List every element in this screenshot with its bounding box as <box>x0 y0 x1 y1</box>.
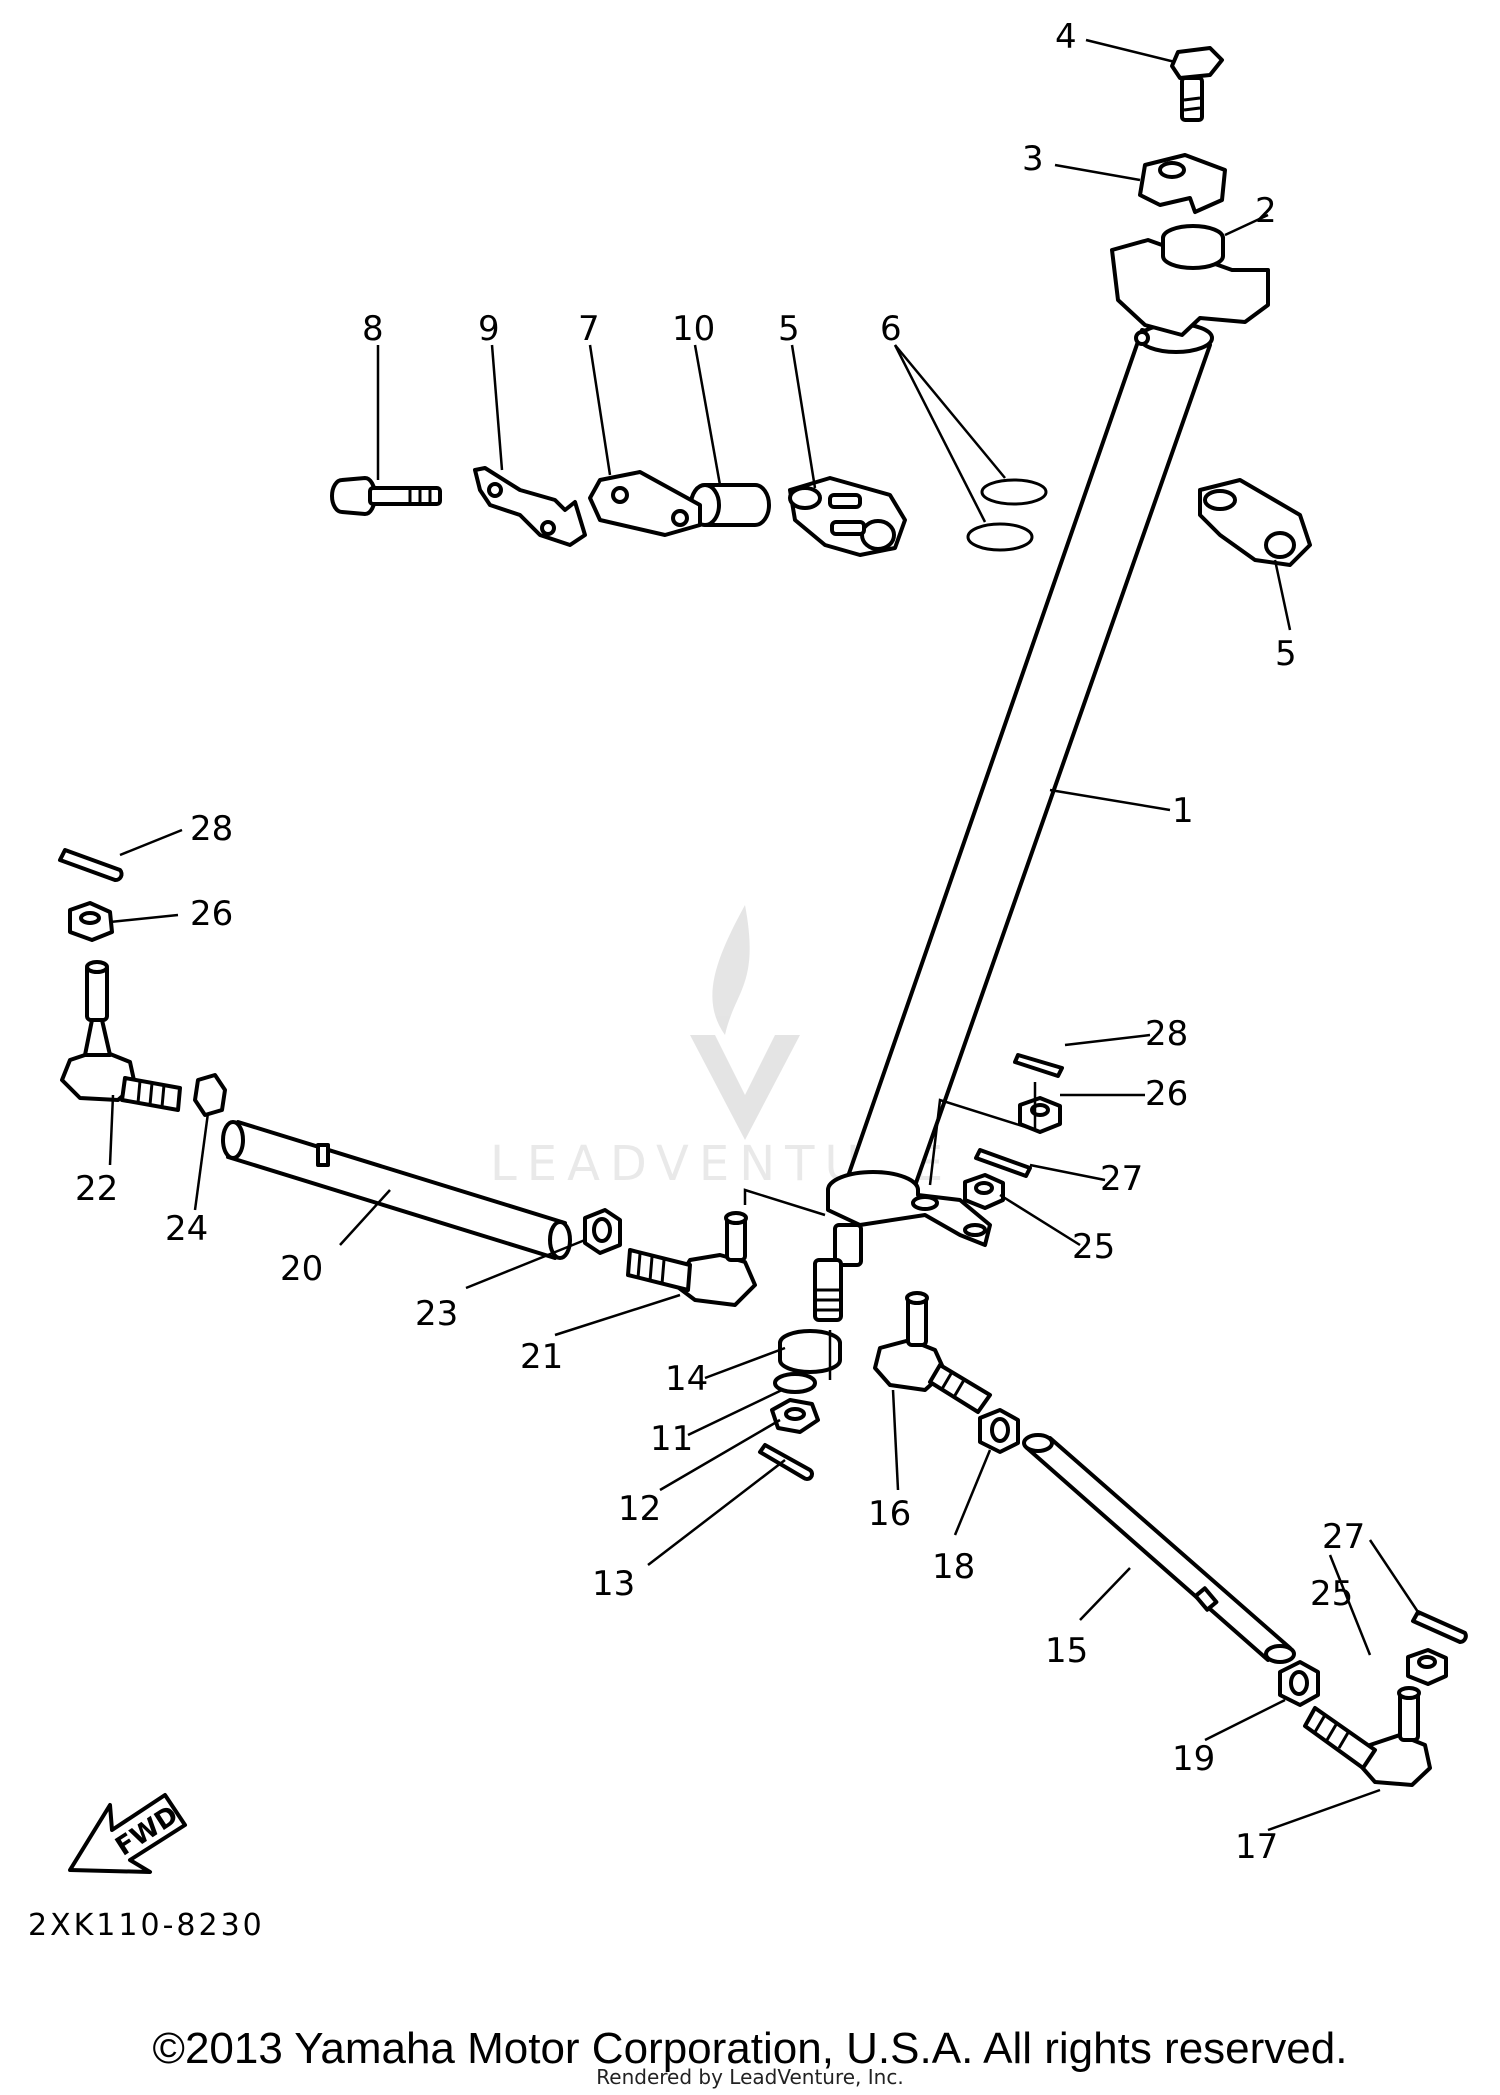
nut-24 <box>193 1073 227 1117</box>
rendered-by-credit: Rendered by LeadVenture, Inc. <box>596 2065 904 2089</box>
diagram-code: 2XK110-8230 <box>28 1908 265 1943</box>
clamp-upper <box>1138 153 1227 214</box>
tie-rod-end-21 <box>626 1211 757 1307</box>
callout-5-right: 5 <box>1275 634 1297 674</box>
fwd-arrow: FWD <box>68 1793 187 1874</box>
callout-17: 17 <box>1235 1827 1278 1867</box>
tie-rod-end-22 <box>60 960 182 1112</box>
circlip-pair <box>966 478 1048 552</box>
callout-26-right: 26 <box>1145 1074 1188 1114</box>
flange-bolt <box>1170 46 1224 122</box>
tie-rod-15 <box>1022 1433 1296 1664</box>
cotter-pin-27-mid <box>974 1148 1032 1178</box>
callout-9: 9 <box>478 309 500 349</box>
callout-12: 12 <box>618 1489 661 1529</box>
callout-21: 21 <box>520 1337 563 1377</box>
bracket <box>473 466 587 547</box>
nut-19 <box>1278 1660 1320 1707</box>
callout-2: 2 <box>1255 191 1277 231</box>
cotter-pin-27-right <box>1411 1610 1468 1644</box>
callout-1: 1 <box>1172 791 1194 831</box>
callout-23: 23 <box>415 1294 458 1334</box>
callout-13: 13 <box>592 1564 635 1604</box>
pitman-arm <box>813 1170 992 1322</box>
thick-washer <box>778 1329 842 1374</box>
leader-lines <box>108 38 1422 1832</box>
callout-22: 22 <box>75 1169 118 1209</box>
callout-10: 10 <box>672 309 715 349</box>
callout-4: 4 <box>1055 17 1077 57</box>
callout-27-right: 27 <box>1322 1517 1365 1557</box>
callout-3: 3 <box>1022 139 1044 179</box>
callout-27-mid: 27 <box>1100 1159 1143 1199</box>
tie-rod-20 <box>221 1120 572 1260</box>
callout-28-right: 28 <box>1145 1014 1188 1054</box>
cotter-pin-28-left <box>58 848 124 882</box>
callout-14: 14 <box>665 1359 708 1399</box>
cotter-pin-13 <box>758 1443 814 1481</box>
castle-nut-25-right <box>1406 1648 1448 1686</box>
callout-28-left: 28 <box>190 809 233 849</box>
callout-25-right: 25 <box>1310 1574 1353 1614</box>
copyright-notice: ©2013 Yamaha Motor Corporation, U.S.A. A… <box>152 2024 1348 2073</box>
tie-rod-end-17 <box>1303 1686 1432 1787</box>
steering-column-shaft <box>843 238 1270 1202</box>
callout-25-mid: 25 <box>1072 1227 1115 1267</box>
callout-6: 6 <box>880 309 902 349</box>
cotter-pin-28-right <box>1013 1053 1064 1078</box>
callout-19: 19 <box>1172 1739 1215 1779</box>
callout-11: 11 <box>650 1419 693 1459</box>
callout-labels: 4 3 2 8 9 7 10 5 6 5 1 28 26 28 26 27 25… <box>75 17 1365 1867</box>
castle-nut-25-mid <box>963 1173 1005 1210</box>
washer <box>773 1372 817 1394</box>
bolt <box>330 476 442 516</box>
callout-20: 20 <box>280 1249 323 1289</box>
tie-rod-end-16 <box>873 1291 992 1414</box>
castle-nut-26-left <box>68 901 114 942</box>
callout-16: 16 <box>868 1494 911 1534</box>
callout-5-left: 5 <box>778 309 800 349</box>
nut-23 <box>583 1208 622 1255</box>
collar <box>689 483 771 527</box>
callout-8: 8 <box>362 309 384 349</box>
nut-18 <box>978 1408 1020 1454</box>
callout-7: 7 <box>578 309 600 349</box>
callout-18: 18 <box>932 1547 975 1587</box>
callout-15: 15 <box>1045 1631 1088 1671</box>
cap <box>1161 224 1225 270</box>
castle-nut-12 <box>770 1398 820 1434</box>
callout-24: 24 <box>165 1209 208 1249</box>
callout-26-left: 26 <box>190 894 233 934</box>
